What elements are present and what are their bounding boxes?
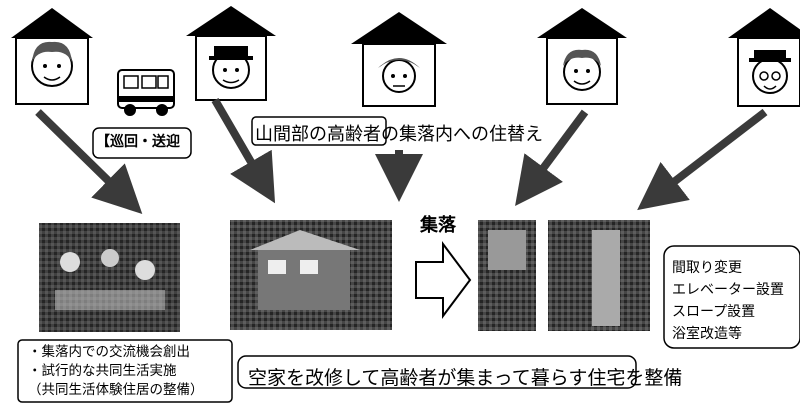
shuttle-label-box	[92, 127, 192, 159]
main-caption: 空家を改修して高齢者が集まって暮らす住宅を整備	[248, 367, 683, 389]
left-box-line-1: ・集落内での交流機会創出	[28, 344, 190, 360]
house-icon	[186, 6, 276, 101]
right-box: 間取り変更 エレベーター設置 スロープ設置 浴室改造等	[672, 257, 784, 345]
arrow-house2-to-photo	[211, 97, 276, 204]
photo-community-gathering	[39, 223, 180, 332]
right-box-line-4: 浴室改造等	[672, 326, 742, 342]
house-icon	[351, 12, 447, 107]
elderly-woman-icon	[31, 41, 73, 87]
main-box-frame	[237, 355, 637, 389]
house-icon	[11, 8, 93, 105]
arrow-house4-to-photo	[515, 109, 589, 207]
photo-renovated-interior-2	[548, 220, 650, 331]
house-icon	[728, 8, 800, 107]
left-box-line-2: ・試行的な共同生活実施	[28, 363, 177, 379]
right-box-frame	[663, 245, 800, 349]
left-box-frame	[17, 339, 233, 403]
van-icon	[117, 69, 175, 116]
arrow-house1-to-photo	[35, 109, 143, 214]
photo-renovated-interior-1	[478, 220, 536, 331]
right-arrow-icon	[415, 241, 472, 319]
elderly-man-glasses-icon	[749, 50, 791, 94]
right-box-line-3: スロープ設置	[672, 304, 756, 320]
right-box-line-2: エレベーター設置	[672, 282, 784, 298]
arrow-house5-to-photo	[637, 108, 768, 211]
left-box-line-3: （共同生活体験住居の整備）	[28, 382, 204, 398]
right-box-line-1: 間取り変更	[672, 260, 742, 276]
relocation-label: 山間部の高齢者の集落内への住替え	[255, 124, 543, 145]
elderly-woman-curly-icon	[563, 49, 601, 91]
shuttle-label: 【巡回・送迎	[96, 134, 180, 150]
elderly-woman-bonnet-icon	[378, 58, 420, 93]
left-box: ・集落内での交流機会創出 ・試行的な共同生活実施 （共同生活体験住居の整備）	[28, 343, 204, 400]
village-label: 集落	[420, 215, 456, 236]
house-icon	[537, 8, 627, 105]
relocation-label-box	[251, 116, 387, 146]
photo-vacant-house	[230, 220, 392, 330]
elderly-man-hat-icon	[209, 46, 253, 89]
